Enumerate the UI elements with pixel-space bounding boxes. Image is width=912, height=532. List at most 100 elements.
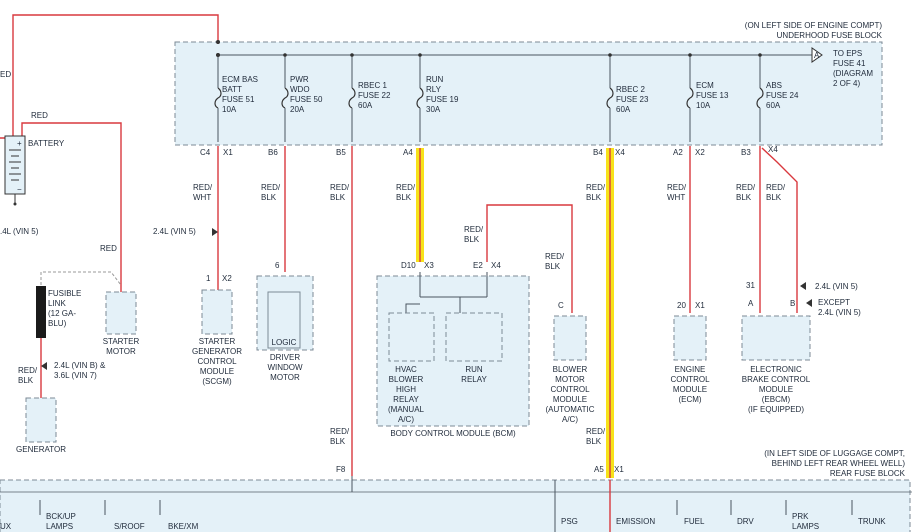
vin-arrow-scgm (212, 228, 218, 236)
pin-f8: F8 (336, 465, 346, 474)
rear-item-fuel: FUEL (684, 517, 705, 526)
underhood-location-note: (ON LEFT SIDE OF ENGINE COMPT) (745, 21, 883, 30)
blower-label-6: A/C) (562, 415, 578, 424)
blower-label-5: (AUTOMATIC (545, 405, 594, 414)
fusible-link-text-2: LINK (48, 299, 66, 308)
underhood-block-name: UNDERHOOD FUSE BLOCK (777, 31, 883, 40)
pin-a2: A2 (673, 148, 683, 157)
rear-location-note-1: (IN LEFT SIDE OF LUGGAGE COMPT, (764, 449, 905, 458)
pin-c4: C4 (200, 148, 211, 157)
fuse-pwr-wdo: PWR WDO FUSE 50 20A (281, 53, 323, 142)
blower-label-4: MODULE (553, 395, 587, 404)
svg-text:ECM: ECM (696, 81, 714, 90)
battery-plus: + (17, 139, 22, 148)
rear-block-name: REAR FUSE BLOCK (830, 469, 906, 478)
bcm-conn-x4: X4 (491, 261, 501, 270)
wire-label-blower-2: BLK (545, 262, 561, 271)
fusible-link-text-3: (12 GA- (48, 309, 76, 318)
rear-item-bke-xm: BKE/XM (168, 522, 199, 531)
rear-item-trunk: TRUNK (858, 517, 886, 526)
scgm-conn: X2 (222, 274, 232, 283)
run-relay-box (445, 312, 503, 362)
vin-note-ebcm-31: 2.4L (VIN 5) (815, 282, 858, 291)
connector-a-text-2: FUSE 41 (833, 59, 866, 68)
svg-text:60A: 60A (358, 101, 373, 110)
bcm-conn-x3: X3 (424, 261, 434, 270)
svg-text:FUSE 22: FUSE 22 (358, 91, 391, 100)
svg-text:RLY: RLY (426, 85, 442, 94)
ecm-conn: X1 (695, 301, 705, 310)
vin-arrow-generator (41, 362, 47, 370)
rear-item-lamps-2: LAMPS (792, 522, 819, 531)
wire-label-e2-1: RED/ (464, 225, 484, 234)
fuse-ecm: ECM FUSE 13 10A (686, 53, 729, 142)
rear-item-bck-up: BCK/UP (46, 512, 76, 521)
scgm-label-2: GENERATOR (192, 347, 242, 356)
wire-label-b4-1: RED/ (586, 183, 606, 192)
wire-battery-feed (12, 14, 219, 138)
battery: + − (4, 135, 26, 206)
conn-x4-b3: X4 (768, 145, 778, 154)
connector-a-letter: A (814, 51, 820, 60)
window-label-2: WINDOW (267, 363, 303, 372)
svg-text:BATT: BATT (222, 85, 242, 94)
hvac-relay-box (388, 312, 435, 362)
vin-note-scgm: 2.4L (VIN 5) (153, 227, 196, 236)
vin-note-gen-1: 2.4L (VIN B) & (54, 361, 106, 370)
connector-a-text-4: 2 OF 4) (833, 79, 860, 88)
svg-text:RBEC 2: RBEC 2 (616, 85, 645, 94)
ecm-label-3: MODULE (673, 385, 707, 394)
starter-label-2: MOTOR (106, 347, 136, 356)
svg-text:PWR: PWR (290, 75, 309, 84)
rear-location-note-2: BEHIND LEFT REAR WHEEL WELL) (772, 459, 906, 468)
hvac-label-2: BLOWER (389, 375, 424, 384)
run-relay-label-2: RELAY (461, 375, 487, 384)
scgm-label-1: STARTER (199, 337, 236, 346)
rear-item-emission: EMISSION (616, 517, 655, 526)
svg-text:30A: 30A (426, 105, 441, 114)
ebcm-label-5: (IF EQUIPPED) (748, 405, 804, 414)
hvac-label-5: (MANUAL (388, 405, 425, 414)
wire-label-gen-1: RED/ (18, 366, 38, 375)
underhood-fuse-block (174, 41, 883, 146)
blower-pin: C (558, 301, 564, 310)
fusible-link-dashed-feed (40, 271, 122, 290)
svg-text:WDO: WDO (290, 85, 310, 94)
rear-item-drv: DRV (737, 517, 754, 526)
pin-a4: A4 (403, 148, 413, 157)
pin-b4: B4 (593, 148, 603, 157)
fusible-link-text-1: FUSIBLE (48, 289, 81, 298)
rear-fuse-block (0, 479, 911, 532)
svg-text:ABS: ABS (766, 81, 782, 90)
rear-block-labels: UX BCK/UP LAMPS S/ROOF BKE/XM PSG EMISSI… (0, 512, 886, 531)
svg-text:10A: 10A (222, 105, 237, 114)
vin-note-gen-2: 3.6L (VIN 7) (54, 371, 97, 380)
window-label-3: MOTOR (270, 373, 300, 382)
ebcm-label-1: ELECTRONIC (750, 365, 802, 374)
wire-label-b5-1: RED/ (330, 183, 350, 192)
pin-a5: A5 (594, 465, 604, 474)
wire-label-ed-fragment: ED (0, 70, 11, 79)
wire-label-b3-1: RED/ (736, 183, 756, 192)
wire-label-red-2: RED (100, 244, 117, 253)
svg-text:FUSE 19: FUSE 19 (426, 95, 459, 104)
wire-label-b4-4: BLK (586, 437, 602, 446)
svg-text:FUSE 50: FUSE 50 (290, 95, 323, 104)
wire-label-b3-4: BLK (766, 193, 782, 202)
conn-x2-a2: X2 (695, 148, 705, 157)
wire-label-b3-2: BLK (736, 193, 752, 202)
blower-label-1: BLOWER (553, 365, 588, 374)
wire-label-c4-1: RED/ (193, 183, 213, 192)
window-pin: 6 (275, 261, 280, 270)
fusible-link-text-4: BLU) (48, 319, 67, 328)
battery-minus: − (17, 185, 22, 194)
wire-label-a4-2: BLK (396, 193, 412, 202)
svg-text:60A: 60A (616, 105, 631, 114)
svg-text:FUSE 24: FUSE 24 (766, 91, 799, 100)
bcm-internal-wire-c (405, 303, 420, 313)
rear-item-ux: UX (0, 522, 12, 531)
ebcm-pin-a: A (748, 299, 754, 308)
driver-window-logic-box (267, 291, 301, 349)
